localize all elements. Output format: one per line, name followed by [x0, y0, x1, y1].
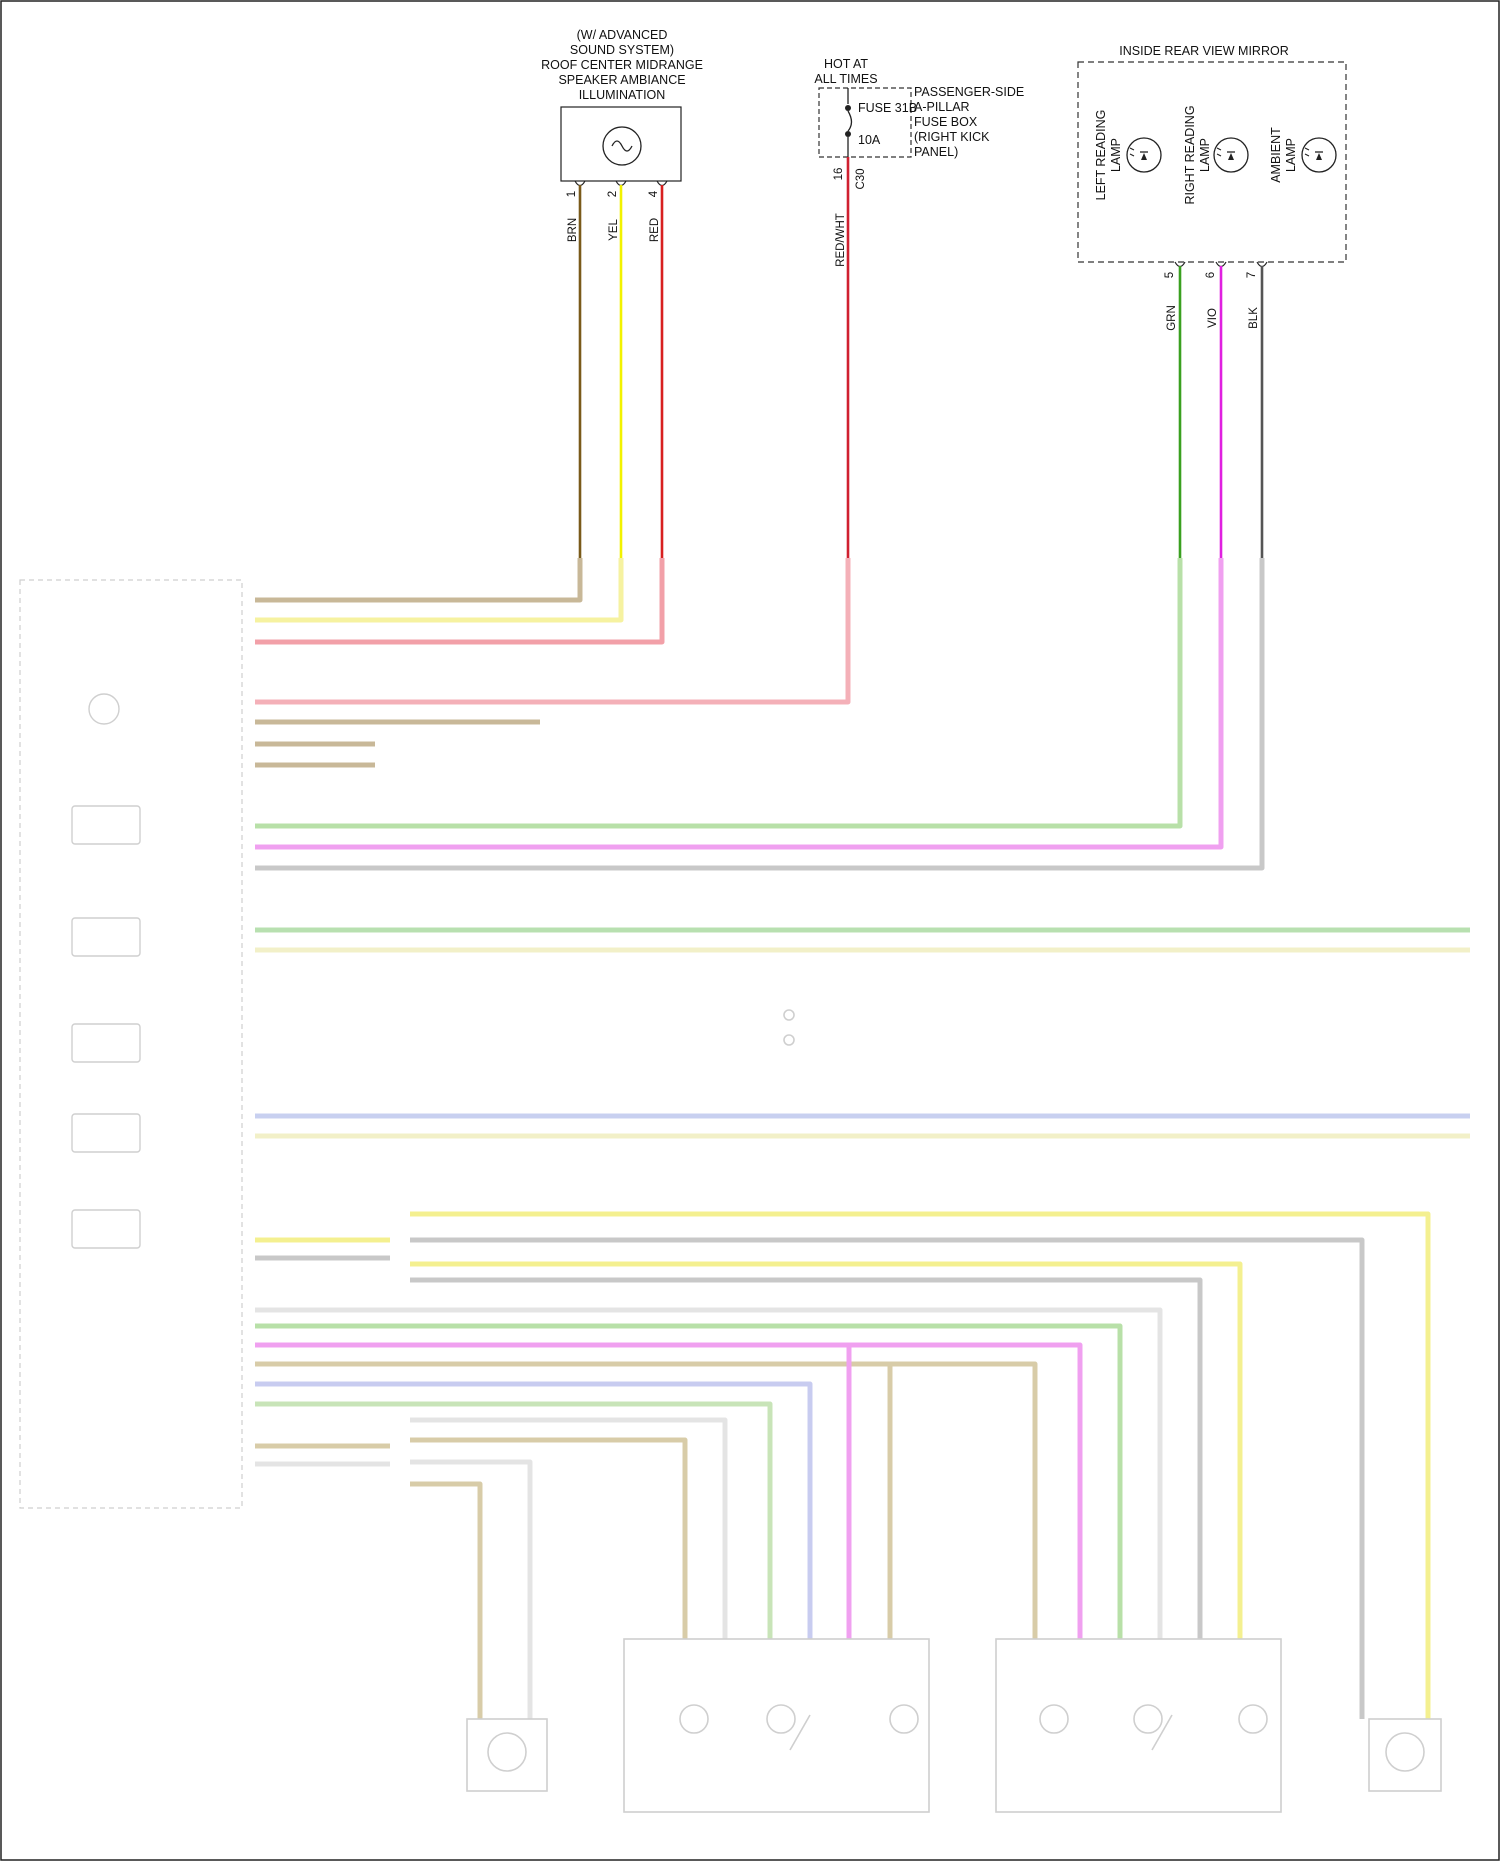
faded-wire-red-wht — [255, 558, 848, 702]
lower-wires — [255, 558, 1470, 1719]
panel-button-5-icon — [72, 1210, 140, 1248]
lower-components — [467, 1010, 1441, 1812]
left-reading-lamp-line-1: LEFT READING — [1094, 110, 1108, 201]
top-section: (W/ ADVANCED SOUND SYSTEM) ROOF CENTER M… — [541, 28, 1346, 558]
left-door-lamp-2-icon — [767, 1705, 795, 1733]
speaker-wire-brn-label: BRN — [567, 218, 579, 242]
faded-wire-right-door-yel — [410, 1264, 1240, 1639]
right-door-lamp-1-icon — [1040, 1705, 1068, 1733]
right-rear-door-lamp-box — [996, 1639, 1281, 1812]
mirror-pin-7-terminal — [1257, 262, 1267, 267]
faded-wire-right-rear-yel — [410, 1214, 1428, 1719]
fuse-box-line-5: PANEL) — [914, 145, 958, 159]
fuse-name: FUSE 31B — [858, 101, 917, 115]
left-door-switch-icon — [790, 1715, 810, 1750]
left-reading-lamp-icon — [1127, 138, 1161, 172]
faded-wire-left-rear-wht — [410, 1462, 530, 1719]
panel-button-2-icon — [72, 918, 140, 956]
right-rear-lamp-icon — [1386, 1733, 1424, 1771]
speaker-title-line-4: SPEAKER AMBIANCE — [558, 73, 685, 87]
right-door-lamp-2-icon — [1134, 1705, 1162, 1733]
legend-marker-1 — [784, 1010, 794, 1020]
speaker-pin-2: 2 — [607, 191, 619, 197]
right-door-lamp-3-icon — [1239, 1705, 1267, 1733]
faded-wire-brn — [255, 558, 580, 600]
faded-wire-right-door-vio — [255, 1345, 1080, 1639]
fuse-connector: C30 — [855, 168, 867, 189]
mirror-pin-5-terminal — [1175, 262, 1185, 267]
fuse-box-line-4: (RIGHT KICK — [914, 130, 990, 144]
left-rear-lamp-box — [467, 1719, 547, 1791]
faded-wire-yel — [255, 558, 621, 620]
speaker-pin-4-terminal — [657, 181, 667, 186]
control-panel-outline — [20, 580, 242, 1508]
right-reading-lamp-icon — [1214, 138, 1248, 172]
hot-at-line-1: HOT AT — [824, 57, 868, 71]
left-rear-lamp-icon — [488, 1733, 526, 1771]
hot-at-line-2: ALL TIMES — [814, 72, 877, 86]
mirror-pin-6: 6 — [1205, 272, 1217, 278]
fuse-box-line-2: A-PILLAR — [914, 100, 970, 114]
fuse-box-line-3: FUSE BOX — [914, 115, 978, 129]
faded-wire-left-door-tan-2 — [410, 1440, 685, 1639]
ambient-lamp-icon — [1302, 138, 1336, 172]
fuse-component: HOT AT ALL TIMES FUSE 31B 10A PASSENGER-… — [814, 57, 1024, 267]
right-reading-lamp-line-1: RIGHT READING — [1183, 105, 1197, 204]
mirror-wire-blk-label: BLK — [1248, 307, 1260, 329]
faded-wire-left-rear-tan — [410, 1484, 480, 1719]
mirror-pin-6-terminal — [1216, 262, 1226, 267]
mirror-title: INSIDE REAR VIEW MIRROR — [1119, 44, 1288, 58]
top-wires — [580, 157, 1262, 558]
speaker-pin-1-terminal — [575, 181, 585, 186]
lower-section — [20, 558, 1470, 1812]
mirror-component: INSIDE REAR VIEW MIRROR LEFT READING LAM… — [1078, 44, 1346, 331]
dome-lamp-icon — [89, 694, 119, 724]
mirror-pin-5: 5 — [1164, 272, 1176, 278]
speaker-wire-red-label: RED — [649, 218, 661, 242]
ambient-lamp-line-1: AMBIENT — [1269, 127, 1283, 183]
speaker-title-line-1: (W/ ADVANCED — [577, 28, 668, 42]
speaker-pin-2-terminal — [616, 181, 626, 186]
left-reading-lamp-line-2: LAMP — [1109, 138, 1123, 172]
panel-button-1-icon — [72, 806, 140, 844]
left-rear-door-lamp-box — [624, 1639, 929, 1812]
speaker-title-line-5: ILLUMINATION — [579, 88, 666, 102]
left-door-lamp-1-icon — [680, 1705, 708, 1733]
panel-button-4-icon — [72, 1114, 140, 1152]
speaker-title-line-2: SOUND SYSTEM) — [570, 43, 674, 57]
panel-icons — [72, 694, 140, 1248]
faded-wire-blk — [255, 558, 1262, 868]
faded-wire-right-door-wht — [255, 1310, 1160, 1639]
fuse-rating: 10A — [858, 133, 881, 147]
panel-button-3-icon — [72, 1024, 140, 1062]
fuse-box-line-1: PASSENGER-SIDE — [914, 85, 1024, 99]
right-reading-lamp-line-2: LAMP — [1198, 138, 1212, 172]
left-door-lamp-3-icon — [890, 1705, 918, 1733]
speaker-title-line-3: ROOF CENTER MIDRANGE — [541, 58, 703, 72]
speaker-pin-4: 4 — [648, 190, 660, 197]
ambient-lamp-line-2: LAMP — [1284, 138, 1298, 172]
legend-marker-2 — [784, 1035, 794, 1045]
right-rear-lamp-box — [1369, 1719, 1441, 1791]
faded-wire-left-door-wht — [410, 1420, 725, 1639]
fuse-icon — [845, 88, 852, 157]
mirror-wire-vio-label: VIO — [1207, 308, 1219, 328]
mirror-wire-grn-label: GRN — [1166, 305, 1178, 331]
fuse-wire-label: RED/WHT — [835, 213, 847, 267]
mirror-pin-7: 7 — [1246, 272, 1258, 278]
speaker-wire-yel-label: YEL — [608, 219, 620, 241]
speaker-pin-1: 1 — [566, 191, 578, 197]
fuse-pin: 16 — [833, 168, 845, 181]
